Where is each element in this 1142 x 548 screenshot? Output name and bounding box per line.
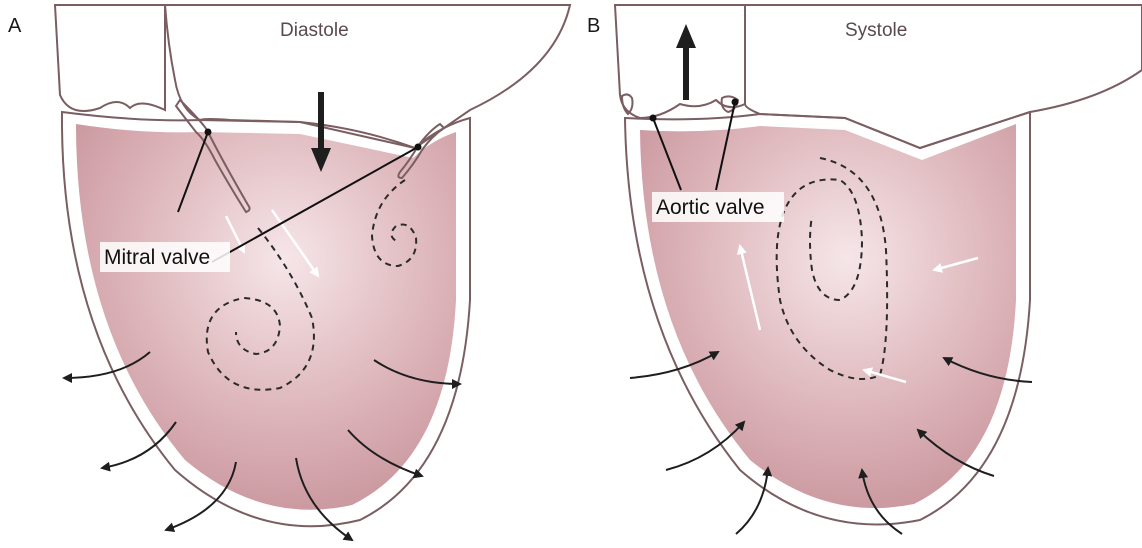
- left-atrium: [165, 5, 570, 148]
- panel-b: B Systole Aortic valve: [587, 5, 1142, 534]
- leader-dot: [415, 144, 422, 151]
- panel-letter-a: A: [8, 15, 22, 37]
- leader-dot: [732, 99, 739, 106]
- panel-a: A Diastole Mitral valve: [8, 5, 570, 540]
- aortic-valve-label: Aortic valve: [656, 196, 765, 219]
- outflow-arrow-head: [676, 24, 696, 48]
- wall-motion-arrow: [736, 468, 768, 534]
- aorta-shape: [55, 5, 165, 111]
- phase-title-systole: Systole: [845, 20, 907, 41]
- aorta-shape: [615, 5, 745, 118]
- leader-dot: [650, 115, 657, 122]
- mitral-valve-label: Mitral valve: [104, 246, 210, 269]
- left-atrium: [745, 5, 1142, 148]
- panel-letter-b: B: [587, 15, 600, 37]
- leader-dot: [205, 129, 212, 136]
- phase-title-diastole: Diastole: [280, 20, 349, 41]
- ventricle-cavity: [640, 124, 1016, 508]
- ventricle-cavity: [76, 124, 456, 510]
